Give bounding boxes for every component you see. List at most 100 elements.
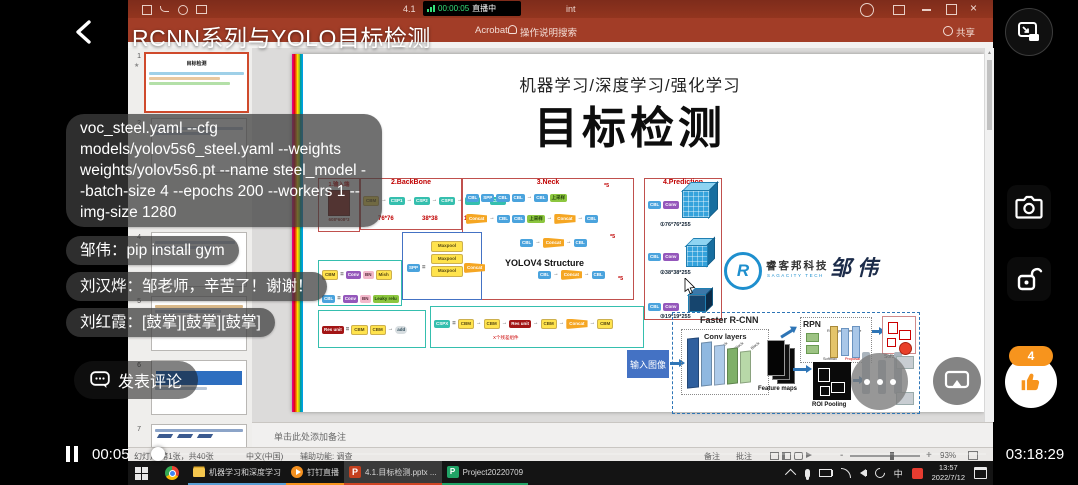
start-button[interactable]: [135, 466, 148, 480]
slide-kicker[interactable]: 机器学习/深度学习/强化学习: [519, 77, 741, 95]
tray-mic-icon[interactable]: [804, 468, 810, 478]
scrollbar-thumb[interactable]: [987, 60, 992, 130]
account-avatar-icon[interactable]: [860, 3, 874, 17]
csp-legend-row: CSPX=CBM→CBM→Res unit→CBM→Concat→CBM: [433, 315, 641, 333]
diagram-chip: →: [535, 239, 541, 246]
diagram-chip: CBM: [540, 318, 557, 330]
notes-toggle-button[interactable]: 备注: [704, 452, 720, 461]
logo-tagline: SAGACITY TECH: [767, 273, 824, 278]
taskbar-item-project[interactable]: P Project20220709: [441, 461, 529, 485]
yolo-neck-row3: CBL→Concat→CBL: [519, 234, 631, 252]
slide-title[interactable]: 目标检测: [534, 104, 726, 153]
tab-acrobat[interactable]: Acrobat: [475, 25, 508, 36]
rcnn-rpn-label: RPN: [803, 319, 821, 329]
doc-title-left: 4.1: [403, 4, 416, 14]
ppt-ribbon: Acrobat 操作说明搜索 共享: [128, 18, 993, 42]
post-comment-button[interactable]: 发表评论: [74, 361, 199, 399]
tray-clock[interactable]: 13:57 2022/7/12: [932, 463, 965, 483]
zoom-in-button[interactable]: +: [926, 450, 932, 461]
camera-button[interactable]: [1007, 185, 1051, 229]
rcnn-feature-map: [767, 340, 785, 376]
undo-icon[interactable]: [160, 6, 169, 12]
diagram-chip: →: [406, 197, 413, 204]
save-icon[interactable]: [142, 5, 152, 15]
rpn-conv-chip: [806, 345, 819, 354]
minimize-icon[interactable]: [922, 9, 931, 11]
progress-handle[interactable]: [151, 447, 165, 461]
tell-me[interactable]: 操作说明搜索: [520, 28, 578, 39]
diagram-chip: CBL: [534, 193, 548, 203]
status-language[interactable]: 中文(中国): [246, 452, 284, 461]
tray-link-icon[interactable]: [872, 465, 887, 481]
taskbar-item-folder[interactable]: 机器学习和深度学习: [188, 461, 286, 485]
tray-chevron-up-icon[interactable]: [784, 468, 796, 481]
zoom-slider[interactable]: [850, 455, 920, 457]
pause-button-bar2[interactable]: [74, 446, 78, 462]
rcnn-slab: [727, 347, 738, 385]
tray-ime-indicator[interactable]: 中: [893, 468, 903, 479]
comments-toggle-button[interactable]: 批注: [736, 452, 752, 461]
normal-view-icon[interactable]: [770, 452, 779, 460]
slide-thumbnail-1[interactable]: 目标检测: [144, 52, 249, 113]
diagram-chip: →: [566, 239, 572, 246]
slide-thumbnail-7[interactable]: [151, 424, 247, 448]
yolo-backbone-title: 2.BackBone: [390, 179, 432, 186]
diagram-chip: CBL: [538, 270, 552, 280]
rpn-bar: [830, 326, 838, 358]
progress-track[interactable]: [168, 453, 986, 455]
diagram-chip: 上采样: [527, 214, 545, 224]
notes-placeholder[interactable]: 单击此处添加备注: [274, 432, 347, 442]
diagram-chip: Maxpool: [431, 253, 463, 264]
powerpoint-icon: P: [349, 466, 361, 478]
maximize-icon[interactable]: [946, 4, 957, 15]
taskbar-item-dingtalk[interactable]: 钉钉直播: [286, 461, 344, 485]
rcnn-conv-label: Conv layers: [704, 332, 747, 341]
taskbar-item-powerpoint[interactable]: P 4.1.目标检测.pptx ...: [344, 461, 442, 485]
pip-button[interactable]: [1005, 8, 1053, 56]
live-label: 直播中: [472, 4, 497, 13]
ppt-statusbar: 幻灯片 第1张，共40张 中文(中国) 辅助功能: 调查 备注 批注 - + 9…: [128, 447, 993, 462]
chrome-icon[interactable]: [165, 466, 179, 480]
tray-speaker-icon[interactable]: [859, 469, 866, 477]
back-button[interactable]: [72, 18, 98, 46]
sorter-view-icon[interactable]: [782, 452, 791, 460]
lock-button[interactable]: [1007, 257, 1051, 301]
yolo-neck-row4: CBL→Concat→CBL: [537, 266, 631, 284]
slide-scrollbar[interactable]: ▲: [984, 48, 994, 422]
reading-view-icon[interactable]: [794, 452, 803, 460]
doc-title-right: int: [566, 4, 576, 14]
tray-wifi-icon[interactable]: [840, 468, 851, 478]
diagram-chip: CBM: [351, 324, 368, 336]
share-button[interactable]: 共享: [956, 28, 976, 39]
tray-battery-icon[interactable]: [818, 469, 832, 477]
zoom-level[interactable]: 93%: [940, 451, 957, 460]
cast-button[interactable]: [933, 357, 981, 405]
notes-pane[interactable]: 单击此处添加备注: [252, 422, 993, 448]
diagram-chip: CBL: [496, 214, 511, 224]
redo-icon[interactable]: [178, 5, 188, 15]
diagram-chip: →: [558, 320, 565, 327]
close-icon[interactable]: ×: [970, 1, 978, 15]
ribbon-options-icon[interactable]: [893, 5, 905, 15]
tray-red-app-icon[interactable]: [911, 467, 923, 479]
more-options-button[interactable]: [851, 353, 908, 410]
zoom-out-button[interactable]: -: [840, 450, 844, 461]
slideshow-view-icon[interactable]: [806, 452, 812, 458]
fit-to-window-icon[interactable]: [968, 451, 978, 460]
spp-legend-tail: Concat: [463, 259, 486, 277]
diagram-chip: =: [452, 320, 456, 327]
pause-button[interactable]: [66, 446, 70, 462]
diagram-chip: CBL: [585, 214, 599, 224]
zoom-slider-knob[interactable]: [890, 452, 894, 460]
yolo-dim-76: 76*76: [378, 216, 394, 222]
yolo-mult-1: *5: [604, 183, 610, 189]
yolo-output-2: ②38*38*255: [660, 270, 691, 276]
status-accessibility[interactable]: 辅助功能: 调查: [300, 452, 353, 461]
scroll-up-icon[interactable]: ▲: [987, 50, 992, 56]
diagram-chip: Concat: [542, 237, 565, 249]
action-center-icon[interactable]: [974, 467, 987, 479]
pycharm-icon: P: [446, 466, 459, 478]
slideshow-icon[interactable]: [196, 5, 207, 14]
